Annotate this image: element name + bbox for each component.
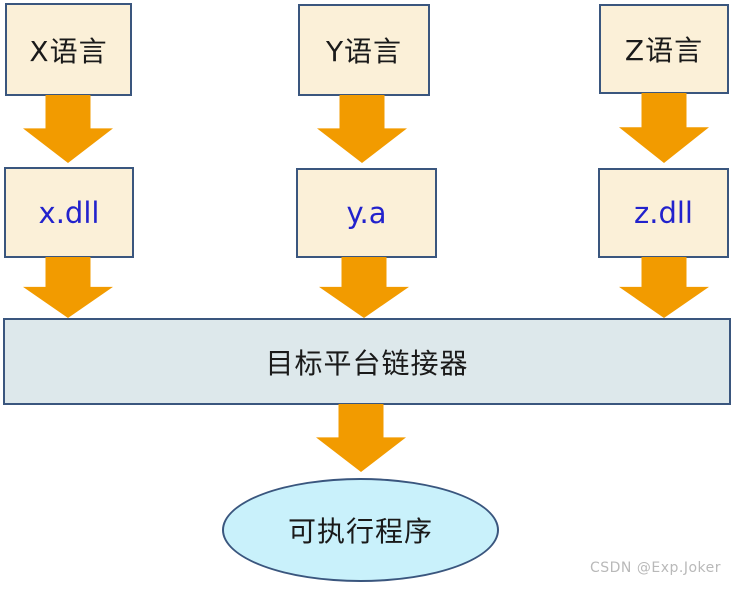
down-arrow-icon	[23, 257, 113, 318]
executable-label: 可执行程序	[287, 515, 433, 548]
linker-label: 目标平台链接器	[265, 346, 469, 380]
library-box-z-label: z.dll	[634, 196, 693, 230]
source-box-x-language: X语言	[5, 3, 132, 96]
down-arrow-icon	[23, 95, 113, 163]
source-box-z-label: Z语言	[624, 34, 704, 67]
library-box-z-dll: z.dll	[598, 168, 729, 258]
down-arrow-icon	[317, 95, 407, 163]
executable-ellipse: 可执行程序	[222, 478, 499, 582]
source-box-y-language: Y语言	[298, 4, 430, 96]
library-box-y-a: y.a	[296, 168, 437, 258]
linker-box: 目标平台链接器	[3, 318, 731, 405]
watermark-text: CSDN @Exp.Joker	[589, 560, 721, 576]
down-arrow-icon	[319, 257, 409, 318]
library-box-x-dll: x.dll	[4, 167, 134, 258]
library-box-y-label: y.a	[346, 196, 387, 230]
down-arrow-icon	[619, 93, 709, 163]
down-arrow-icon	[316, 404, 406, 472]
source-box-z-language: Z语言	[599, 4, 729, 94]
source-box-y-label: Y语言	[325, 35, 403, 68]
down-arrow-icon	[619, 257, 709, 318]
source-box-x-label: X语言	[29, 34, 108, 68]
library-box-x-label: x.dll	[38, 195, 100, 230]
